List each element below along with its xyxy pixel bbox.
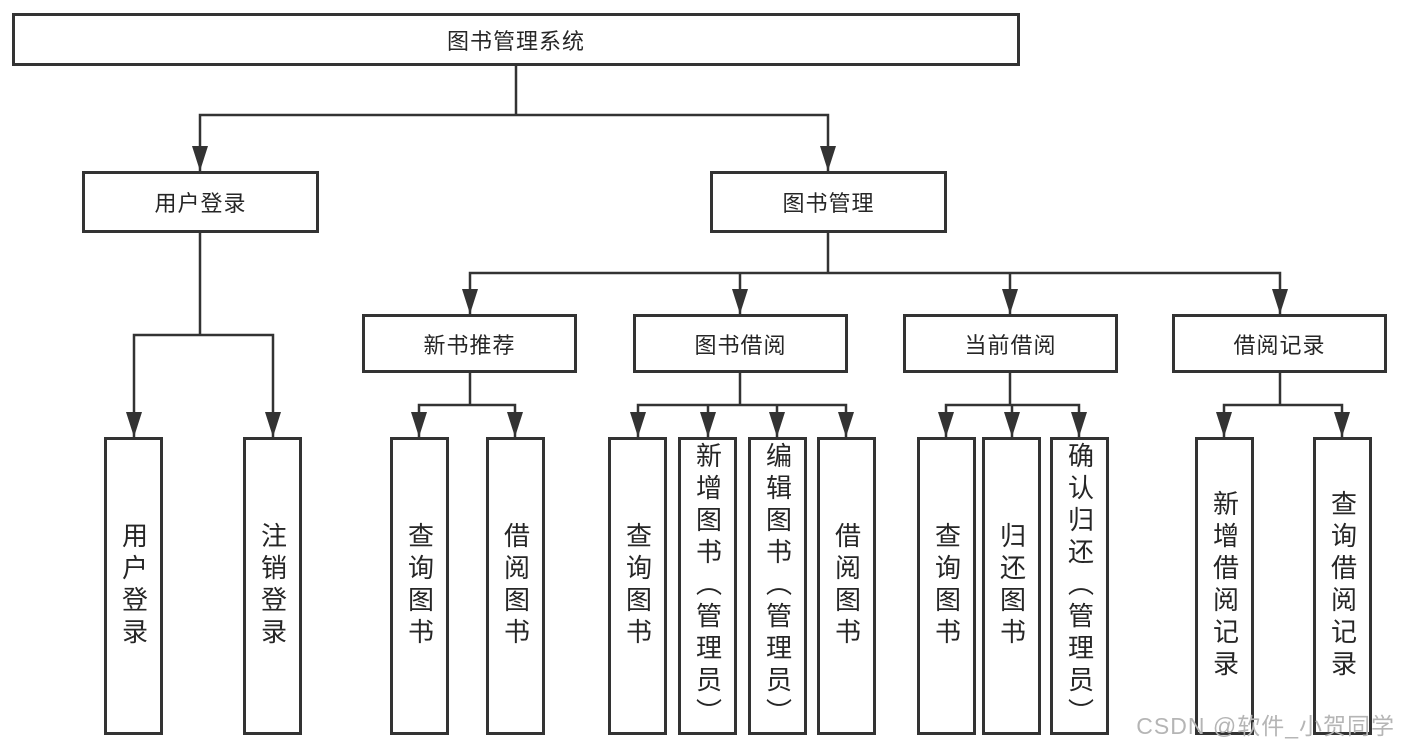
leaf-borrow-books-borrow: 借阅图书	[817, 437, 876, 735]
node-current-borrowing: 当前借阅	[903, 314, 1118, 373]
connector-login-to-leaves	[132, 231, 275, 439]
node-label: 图书管理	[782, 191, 875, 216]
node-book-management: 图书管理	[710, 171, 947, 233]
node-label: 图书管理系统	[446, 28, 585, 54]
node-label: 用户登录	[154, 191, 247, 216]
leaf-label: 编辑图书（管理员）	[762, 442, 793, 730]
node-user-login: 用户登录	[82, 171, 319, 233]
leaf-label: 用户登录	[118, 522, 149, 650]
leaf-query-books-current: 查询图书	[917, 437, 976, 735]
node-borrowing-records: 借阅记录	[1172, 314, 1387, 373]
leaf-label: 查询图书	[622, 522, 653, 650]
leaf-label: 新增借阅记录	[1209, 490, 1240, 682]
leaf-label: 查询借阅记录	[1327, 490, 1358, 682]
node-label: 图书借阅	[694, 332, 787, 358]
csdn-watermark: CSDN @软件_小贺同学	[1136, 713, 1395, 739]
leaf-add-book-admin: 新增图书（管理员）	[678, 437, 737, 735]
leaf-return-book: 归还图书	[982, 437, 1041, 735]
leaf-label: 确认归还（管理员）	[1064, 442, 1095, 730]
leaf-query-books-recommend: 查询图书	[390, 437, 449, 735]
node-library-management-system: 图书管理系统	[12, 13, 1020, 66]
node-label: 新书推荐	[423, 332, 516, 358]
leaf-label: 新增图书（管理员）	[692, 442, 723, 730]
arrowheads	[126, 146, 1350, 437]
leaf-label: 借阅图书	[831, 522, 862, 650]
connector-recommend-to-leaves	[417, 371, 517, 439]
node-new-book-recommendation: 新书推荐	[362, 314, 577, 373]
leaf-label: 归还图书	[996, 522, 1027, 650]
node-label: 借阅记录	[1233, 332, 1326, 358]
leaf-confirm-return-admin: 确认归还（管理员）	[1050, 437, 1109, 735]
node-label: 当前借阅	[964, 332, 1057, 358]
leaf-logout: 注销登录	[243, 437, 302, 735]
leaf-borrow-books-recommend: 借阅图书	[486, 437, 545, 735]
connector-mgmt-to-level3	[468, 231, 1282, 316]
leaf-label: 查询图书	[931, 522, 962, 650]
leaf-user-login: 用户登录	[104, 437, 163, 735]
leaf-edit-book-admin: 编辑图书（管理员）	[748, 437, 807, 735]
connector-root-to-level2	[198, 64, 830, 173]
leaf-query-borrow-record: 查询借阅记录	[1313, 437, 1372, 735]
node-book-borrowing: 图书借阅	[633, 314, 848, 373]
leaf-label: 查询图书	[404, 522, 435, 650]
leaf-query-books-borrow: 查询图书	[608, 437, 667, 735]
leaf-label: 借阅图书	[500, 522, 531, 650]
leaf-add-borrow-record: 新增借阅记录	[1195, 437, 1254, 735]
connector-borrowmgmt-to-leaves	[636, 371, 848, 439]
leaf-label: 注销登录	[257, 522, 288, 650]
connector-records-to-leaves	[1222, 371, 1344, 439]
